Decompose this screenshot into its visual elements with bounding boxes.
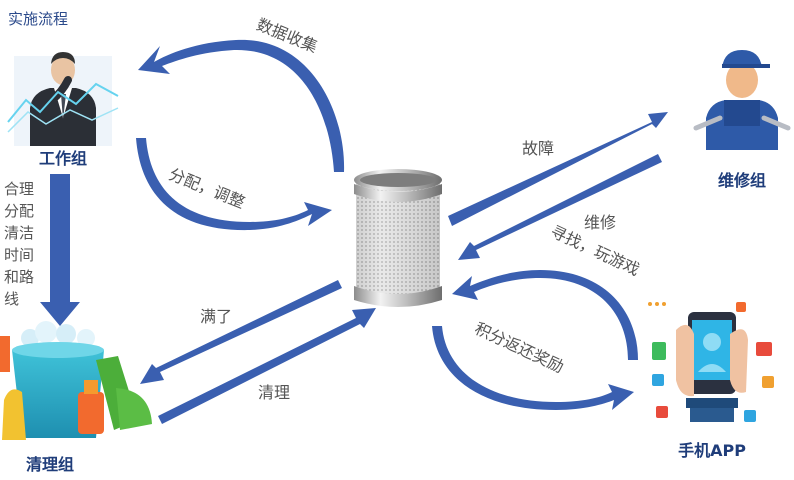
side-note-line: 线 [4, 290, 19, 308]
side-note-line: 时间 [4, 246, 34, 264]
side-note-line: 清洁 [4, 224, 34, 242]
mechanic-icon [693, 50, 791, 150]
fault-arrow [448, 112, 668, 226]
repair-arrow [458, 154, 662, 260]
reward-label: 积分返还奖励 [472, 319, 567, 377]
trash-bin-icon [354, 169, 442, 307]
businessman-icon [7, 52, 119, 146]
clean-label: 清理 [258, 383, 290, 402]
assign-arrow [136, 138, 332, 231]
repair-label: 维修 [584, 213, 616, 232]
cleaning-bucket-icon [0, 321, 152, 440]
reward-arrow [432, 326, 634, 410]
app-label: 手机APP [678, 441, 746, 460]
find-arrow [452, 270, 638, 360]
clean-arrow [158, 308, 376, 424]
side-note-line: 和路 [4, 268, 34, 286]
fault-label: 故障 [522, 139, 554, 158]
full-label: 满了 [200, 307, 232, 326]
full-arrow [140, 280, 342, 384]
collect-arrow [138, 39, 345, 172]
clean-group-label: 清理组 [26, 455, 74, 474]
page-title: 实施流程 [8, 10, 68, 28]
repair-group-label: 维修组 [718, 171, 766, 190]
side-note: 合理 分配 清洁 时间 和路 线 [4, 180, 34, 308]
work-group-label: 工作组 [39, 149, 87, 168]
side-note-line: 合理 [4, 180, 34, 198]
side-note-line: 分配 [4, 202, 34, 220]
smartphone-icon [648, 302, 774, 422]
work-to-clean-arrow [40, 174, 80, 326]
